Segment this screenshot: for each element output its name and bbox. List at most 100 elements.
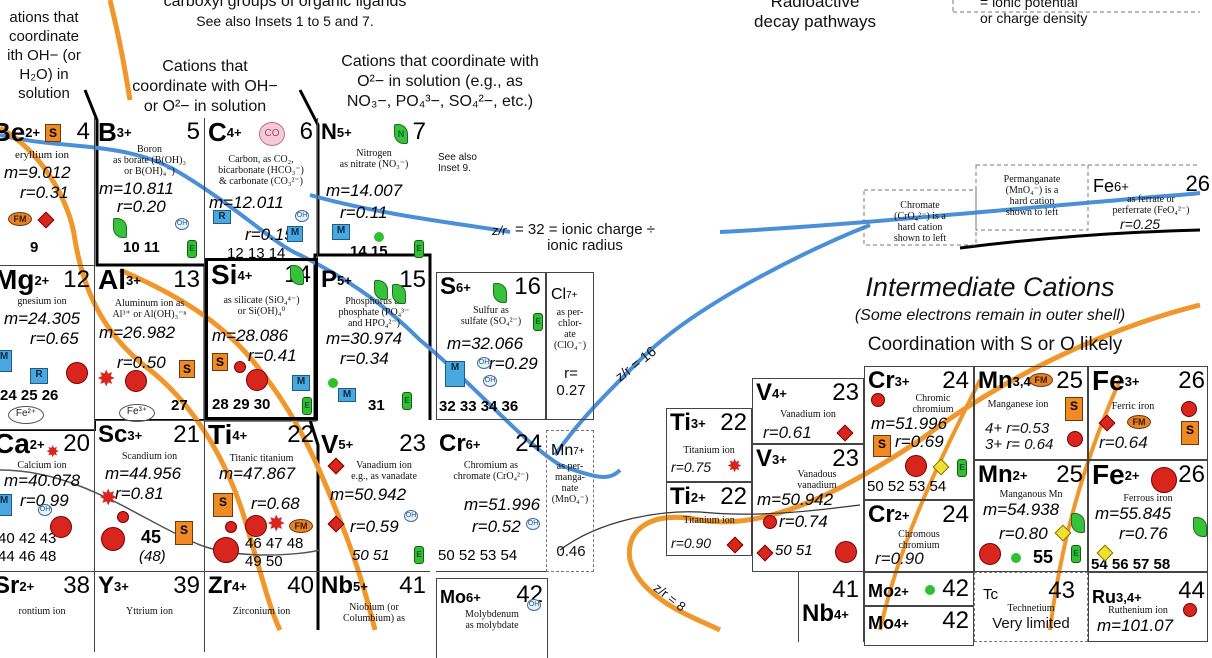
red-diamond-icon <box>1098 414 1116 432</box>
element-symbol: Sr2+ <box>0 572 35 599</box>
red-dot-icon <box>245 515 267 537</box>
orange-s-icon: S <box>213 493 233 517</box>
element-name: as ferrate or perferrate (FeO₄²⁻) <box>1112 194 1190 216</box>
oxyanion-boundary <box>298 89 320 255</box>
atomic-mass: m=32.066 <box>447 334 524 353</box>
element-name: Niobium (or Columbium) as <box>343 602 405 624</box>
isotopes: 12 13 14 <box>227 245 286 262</box>
atomic-mass: m=101.07 <box>1097 616 1174 635</box>
element-name: Scandium ion <box>121 451 178 462</box>
fm-icon: FM <box>1029 373 1053 387</box>
fe2-ion-oval: Fe²⁺ <box>8 406 44 424</box>
orange-s-icon: S <box>212 353 228 371</box>
header-top-center: carboxyl groups of organic ligands <box>163 0 407 10</box>
element-symbol: Ti2+ <box>670 483 706 510</box>
orange-s-icon: S <box>175 521 193 545</box>
atomic-number: 42 <box>942 607 969 634</box>
element-name: Phosphorus as phosphate (PO₄³⁻ and HPO₄²… <box>338 296 410 329</box>
cell-n: N5+ 7 Nitrogen as nitrate (NO₃⁻) m=14.00… <box>318 118 430 266</box>
ring-icon: OH <box>295 210 309 222</box>
red-star-icon: ✸ <box>97 366 116 391</box>
ring-icon: OH <box>527 599 541 611</box>
element-name: Chromic chromium <box>912 393 954 415</box>
atomic-number: 4 <box>76 118 90 145</box>
element-name: Manganese ion <box>987 399 1049 410</box>
ionic-radius: r=0.90 <box>671 535 712 551</box>
element-symbol: Mn2+ <box>978 461 1028 488</box>
isotopes: 10 11 <box>123 239 160 256</box>
cell-v3: V3+ 23 Vanadous vanadium m=50.942 r=0.74… <box>752 444 864 572</box>
blue-m-icon: M <box>292 375 310 391</box>
atomic-number: 43 <box>1048 577 1075 604</box>
atomic-number: 7 <box>412 118 426 145</box>
cell-ti4: Ti4+ 22 Titanic titanium m=47.867 r=0.68… <box>205 420 318 572</box>
ring-icon: OH <box>175 218 189 230</box>
atomic-mass: m=47.867 <box>219 464 296 483</box>
ionic-radius: r=0.68 <box>251 494 300 513</box>
atomic-mass: m=51.996 <box>871 414 948 433</box>
zr32-label: = 32 = ionic charge ÷ ionic radius <box>515 221 655 254</box>
leaf-icon: N <box>394 124 408 144</box>
element-name: Vanadium ion e.g., as vanadate <box>351 460 417 482</box>
cell-nb5: Nb5+ 41 Niobium (or Columbium) as <box>318 572 430 652</box>
leaf-icon <box>1193 517 1207 537</box>
atomic-mass: m=12.011 <box>209 193 284 212</box>
element-name: Sulfur as sulfate (SO₄²⁻) <box>460 305 522 327</box>
isotopes: 50 52 53 54 <box>867 478 947 495</box>
cell-mg: Mg2+ 12 gnesium ion m=24.305 r=0.65 24 2… <box>0 266 95 430</box>
red-dot-small-icon <box>117 511 129 523</box>
isotopes: 31 <box>368 397 385 414</box>
atomic-mass: m=55.845 <box>1095 504 1172 523</box>
ionic-radius: r=0.41 <box>248 346 297 365</box>
element-name: Molybdenum as molybdate <box>465 609 519 631</box>
element-name: Ferrous iron <box>1123 493 1173 504</box>
ionic-radius: r=0.31 <box>20 183 69 202</box>
blue-m-icon: M <box>332 224 350 240</box>
cell-mn2: Mn2+ 25 Manganous Mn m=54.938 r=0.80 55 … <box>974 460 1088 572</box>
ionic-radius: r=0.74 <box>779 512 828 531</box>
zr32-curve <box>0 133 622 479</box>
cell-v5: V5+ 23 Vanadium ion e.g., as vanadate m=… <box>318 430 430 572</box>
element-name: Vanadous vanadium <box>797 469 837 491</box>
orange-curve-6 <box>1048 379 1122 631</box>
atomic-number: 22 <box>287 421 314 448</box>
element-symbol: Be2+ <box>0 117 41 147</box>
red-diamond-icon <box>836 424 854 442</box>
e-icon: E <box>302 397 312 415</box>
red-dot-icon <box>101 527 125 551</box>
blue-m-icon: M <box>0 494 12 516</box>
red-dot-icon <box>905 455 927 477</box>
leaf-icon <box>493 283 507 303</box>
red-dot-icon <box>835 541 857 563</box>
element-name: Yttrium ion <box>126 606 173 617</box>
cell-fe3: Fe3+ 26 Ferric iron r=0.64 FM S <box>1088 366 1208 460</box>
cell-cr3: Cr3+ 24 Chromic chromium m=51.996 r=0.69… <box>864 366 974 500</box>
element-name: gnesium ion <box>17 296 67 307</box>
element-symbol: Ti4+ <box>208 419 248 450</box>
element-symbol: Mn7+ <box>551 442 585 459</box>
element-name: Ferric iron <box>1111 401 1155 412</box>
element-name: Vanadium ion <box>780 409 836 420</box>
element-symbol: V4+ <box>756 379 787 406</box>
cell-b: B3+ 5 Boron as borate (B(OH)₃ or B(OH)₄⁻… <box>95 118 205 266</box>
cell-mo2: Mo2+ 42 <box>864 572 974 606</box>
see-also-inset-9: See also Inset 9. <box>438 152 477 174</box>
orange-curve-5 <box>878 379 982 631</box>
atomic-mass: m=9.012 <box>4 163 71 182</box>
element-symbol: Mo4+ <box>868 613 909 633</box>
fe3-ion-oval: Fe³⁺ <box>119 404 155 422</box>
isotopes: 40 42 43 44 46 48 <box>0 530 57 565</box>
element-symbol: Fe6+ <box>1093 176 1129 196</box>
ionic-radius: r=0.90 <box>875 549 924 568</box>
header-col-left: ations that coordinate ith OH− (or H₂O) … <box>7 9 81 102</box>
atomic-mass: m=14.007 <box>326 181 403 200</box>
element-name: as silicate (SiO₄⁴⁻) or Si(OH)₄⁰ <box>223 295 300 317</box>
e-icon: E <box>414 546 424 564</box>
ionic-radius: r=0.59 <box>350 517 399 536</box>
blue-cup-icon: R <box>213 210 231 224</box>
red-diamond-icon <box>327 515 345 533</box>
cell-be: Be2+ 4 eryllium ion m=9.012 r=0.31 9 FM <box>0 118 95 266</box>
ionic-radius: r=0.34 <box>340 349 389 368</box>
cell-s: S6+ 16 Sulfur as sulfate (SO₄²⁻) m=32.06… <box>436 272 546 420</box>
